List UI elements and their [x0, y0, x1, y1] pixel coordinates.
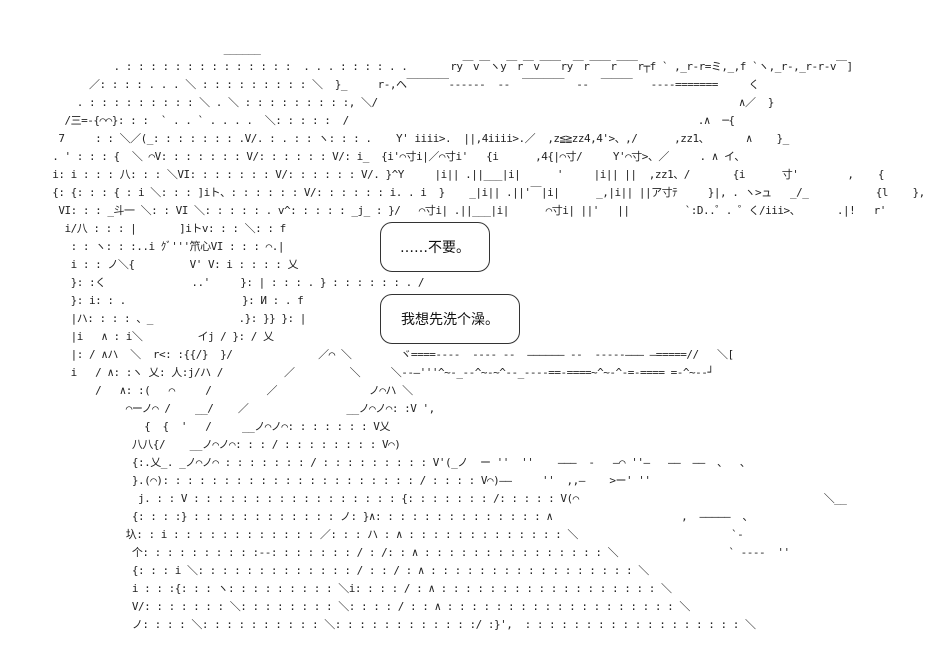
art-line: . : : : : : : : : : : : : : : . . . : : …: [40, 60, 853, 73]
art-line: i/八 : : : | ]iトv: : : ＼: : f: [40, 222, 286, 235]
art-line: i / ∧: :ヽ 乂: 人:j/ハ / ／ ＼ ＼--―'''^~-_--^~…: [40, 366, 714, 379]
art-line: }: i: : . }: И : . f: [40, 294, 304, 307]
art-line: { { ' / __ノ⌒ノ⌒: : : : : : : V乂: [40, 420, 390, 433]
art-line: 八八{/ __ノ⌒ノ⌒: : : / : : : : : : : : V⌒): [40, 438, 401, 451]
speech-bubble-first: ……不要。: [380, 222, 490, 272]
art-line: {: : : :} : : : : : : : : : : : : ノ: }∧:…: [40, 510, 754, 523]
speech-text-first: ……不要。: [400, 240, 470, 256]
speech-text-second: 我想先洗个澡。: [401, 312, 499, 328]
art-line: i : : ノ＼{ V' V: i : : : : 乂: [40, 258, 299, 271]
art-line: |i ∧ : i＼ イj / }: / 乂: [40, 330, 274, 343]
art-line: ／: : : : . . . ＼ : : : : : : : : : ＼ }_ …: [40, 78, 760, 91]
speech-bubble-second: 我想先洗个澡。: [380, 294, 520, 344]
art-line: i : : :{: : : ヽ: : : : : : : : : ＼i: : :…: [40, 582, 672, 595]
art-line: V/: : : : : : : ＼: : : : : : : : ＼: : : …: [40, 600, 691, 613]
art-line: ______: [40, 42, 261, 55]
art-line: 圦: : i : : : : : : : : : : : : ／: : : ハ …: [40, 528, 744, 541]
art-line: {:.乂_. _ノ⌒ノ⌒ : : : : : : : / : : : : : :…: [40, 456, 751, 469]
art-line: ノ: : : : ＼: : : : : : : : : : ＼: : : : :…: [40, 618, 756, 631]
art-line: VI: : : _斗一 ＼: : VI ＼: : : : : . v^: : :…: [40, 204, 886, 217]
art-line: }.(⌒): : : : : : : : : : : : : : : : : :…: [40, 474, 651, 487]
art-line: i: i : : : 八: : : ＼VI: : : : : : : V/: :…: [40, 168, 885, 181]
art-line: : : ヽ: : :..i ｸﾞ'''笊心VI : : : ⌒.|: [40, 240, 285, 253]
art-line: {: : : i ＼: : : : : : : : : : : : : / : …: [40, 564, 649, 577]
art-line: j. : : V : : : : : : : : : : : : : : : :…: [40, 492, 847, 505]
art-line: |: / ∧ハ ＼ r<: :{{/} }/ ／⌒ ＼ ヾ====---- --…: [40, 348, 735, 361]
art-line: {: {: : : { : i ＼: : : ]iト、: : : : : : V…: [40, 186, 925, 199]
art-line: / ∧: :( ⌒ / ／ ノ⌒ハ ＼: [40, 384, 413, 397]
art-line: /三=-{⌒⌒}: : : ` . . ` . . . . ＼: : : : :…: [40, 114, 735, 127]
art-line: ⌒ーノ⌒ / __/ ／ __ノ⌒ノ⌒: :V ',: [40, 402, 435, 415]
art-line: }: :く ..' }: | : : : . } : : : : : : . /: [40, 276, 425, 289]
art-line: . ' : : : { ＼ ⌒V: : : : : : : V/: : : : …: [40, 150, 745, 163]
art-line: |ハ: : : : 、_ .}: }} }: |: [40, 312, 307, 325]
art-line: . : : : : : : : : : ＼ . ＼ : : : : : : : …: [40, 96, 775, 109]
art-line: 个: : : : : : : : : :--: : : : : : : / : …: [40, 546, 790, 559]
ascii-art: ______ . : : : : : : : : : : : : : : . .…: [40, 40, 925, 634]
art-line: 7 : : ＼／(_: : : : : : : .V/. : . : : ヽ: …: [40, 132, 789, 145]
